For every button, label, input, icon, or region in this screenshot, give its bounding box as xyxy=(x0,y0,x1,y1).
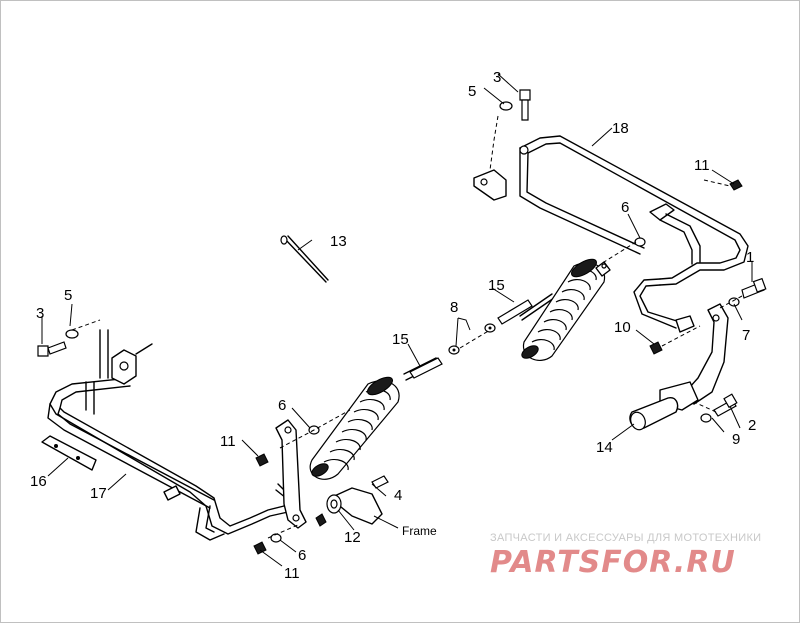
callout-numbers: 3 5 18 11 6 13 1 15 8 7 10 15 6 2 9 11 1… xyxy=(30,69,756,582)
callout-15-left: 15 xyxy=(392,331,409,348)
callout-15-right: 15 xyxy=(488,277,505,294)
callout-6-right: 6 xyxy=(621,199,629,216)
callout-1: 1 xyxy=(746,249,754,266)
callout-4: 4 xyxy=(394,487,402,504)
callout-17: 17 xyxy=(90,485,107,502)
callout-8: 8 xyxy=(450,299,458,316)
right-bracket-footpeg xyxy=(629,303,729,431)
right-stud-hardware xyxy=(484,299,533,333)
callout-14: 14 xyxy=(596,439,613,456)
callout-16: 16 xyxy=(30,473,47,490)
callout-9: 9 xyxy=(732,431,740,448)
callout-10: 10 xyxy=(614,319,631,336)
callout-6-bottom: 6 xyxy=(298,547,306,564)
left-saddlebag-rail xyxy=(47,329,295,541)
assembly-lines xyxy=(71,115,743,539)
callout-12: 12 xyxy=(344,529,361,546)
callout-7: 7 xyxy=(742,327,750,344)
callout-13: 13 xyxy=(330,233,347,250)
callout-18: 18 xyxy=(612,120,629,137)
cotter-pin-13 xyxy=(280,235,329,283)
right-saddlebag-rail xyxy=(473,135,749,333)
left-bracket-16 xyxy=(41,435,97,471)
callout-2: 2 xyxy=(748,417,756,434)
callout-11-right: 11 xyxy=(694,157,710,174)
callout-5-left: 5 xyxy=(64,287,72,304)
callout-11-left: 11 xyxy=(220,433,236,450)
right-hardware xyxy=(499,89,767,423)
callout-5-right: 5 xyxy=(468,83,476,100)
watermark-tagline: ЗАПЧАСТИ И АКСЕССУАРЫ ДЛЯ МОТОТЕХНИКИ xyxy=(490,532,761,544)
left-mount-bracket xyxy=(275,419,307,529)
callout-3-right: 3 xyxy=(493,69,501,86)
left-hardware xyxy=(37,329,320,555)
callout-6-left: 6 xyxy=(278,397,286,414)
leader-lines xyxy=(41,73,753,567)
watermark-logo: PARTSFOR.RU xyxy=(490,545,736,580)
watermark: ЗАПЧАСТИ И АКСЕССУАРЫ ДЛЯ МОТОТЕХНИКИ PA… xyxy=(490,532,761,580)
right-shock-absorber xyxy=(519,258,611,361)
frame-bracket xyxy=(315,475,389,527)
callout-11-bottom: 11 xyxy=(284,565,300,582)
frame-label: Frame xyxy=(402,524,437,538)
callout-3-left: 3 xyxy=(36,305,44,322)
left-stud-hardware xyxy=(409,345,460,379)
